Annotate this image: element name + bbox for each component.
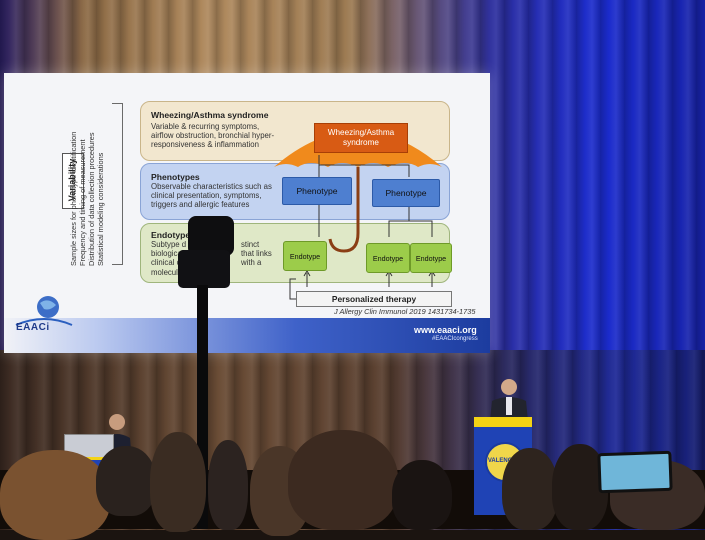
- slide-footer: [4, 318, 490, 353]
- eaaci-logo-icon: [15, 296, 73, 326]
- wheezing-line: responsiveness & inflammation: [151, 140, 259, 150]
- variability-bracket: [112, 103, 123, 265]
- umbrella-label-line: Wheezing/Asthma: [327, 128, 395, 137]
- wheezing-line: Variable & recurring symptoms,: [151, 122, 260, 131]
- phenotypes-line: clinical presentation, symptoms,: [151, 191, 262, 201]
- wheezing-line: airflow obstruction, bronchial hyper-: [151, 131, 275, 141]
- connector-line: [409, 220, 433, 237]
- presentation-slide: Variability Sample sizes for phenotype i…: [4, 73, 490, 353]
- audience-head: [150, 432, 206, 532]
- endotypes-description-right: stinct that links with a: [241, 240, 272, 268]
- wheezing-title: Wheezing/Asthma syndrome: [151, 110, 269, 120]
- variability-panel: Variability Sample sizes for phenotype i…: [58, 109, 114, 266]
- phenotypes-line: triggers and allergic features: [151, 200, 250, 210]
- camera-stand: [197, 285, 208, 529]
- umbrella-label: Wheezing/Asthma syndrome: [314, 123, 408, 153]
- endotypes-line: molecul: [151, 267, 178, 277]
- therapy-bracket: [289, 278, 296, 300]
- citation-text: J Allergy Clin Immunol 2019 1431734-1735: [334, 307, 476, 316]
- endotypes-line: Subtype d: [151, 240, 187, 249]
- camera-icon: [188, 216, 234, 256]
- personalized-therapy-box: Personalized therapy: [296, 291, 452, 307]
- audience-head: [208, 440, 248, 530]
- connector-lines: [289, 155, 436, 300]
- audience-head: [392, 460, 452, 530]
- phenotypes-line: Observable characteristics such as: [151, 182, 272, 191]
- wheezing-description: Variable & recurring symptoms, airflow o…: [151, 122, 274, 150]
- connector-line: [318, 155, 410, 177]
- footer-url: www.eaaci.org: [414, 325, 477, 335]
- umbrella-handle: [328, 167, 360, 253]
- endotypes-line: clinical c: [151, 258, 181, 268]
- endotypes-line: that links: [241, 249, 272, 259]
- phone-screen: [597, 450, 673, 494]
- endotypes-line: with a: [241, 258, 262, 268]
- variability-title-box: [62, 153, 84, 209]
- phenotypes-title: Phenotypes: [151, 172, 200, 182]
- speaker-at-podium: [490, 379, 528, 421]
- camera-body: [178, 250, 230, 288]
- audience-head: [502, 448, 558, 530]
- phenotype-box: Phenotype: [282, 177, 352, 205]
- endotypes-line: stinct: [241, 240, 260, 249]
- endotypes-title: Endotypes: [151, 230, 195, 240]
- umbrella-label-line: syndrome: [343, 138, 379, 147]
- eaaci-logo-text: EAACi: [16, 322, 50, 333]
- footer-hashtag: #EAACIcongress: [432, 336, 478, 342]
- endotype-box: Endotype: [366, 243, 410, 273]
- audience-head: [288, 430, 398, 530]
- phenotypes-description: Observable characteristics such as clini…: [151, 182, 272, 210]
- endotype-box: Endotype: [410, 243, 452, 273]
- connector-line: [388, 205, 410, 237]
- audience-head: [0, 450, 110, 540]
- phenotype-box: Phenotype: [372, 179, 440, 207]
- audience-head: [96, 446, 156, 516]
- podium-sign-text: VALENCIA: [487, 458, 519, 464]
- endotype-box: Endotype: [283, 241, 327, 271]
- arrow-head: [303, 270, 311, 277]
